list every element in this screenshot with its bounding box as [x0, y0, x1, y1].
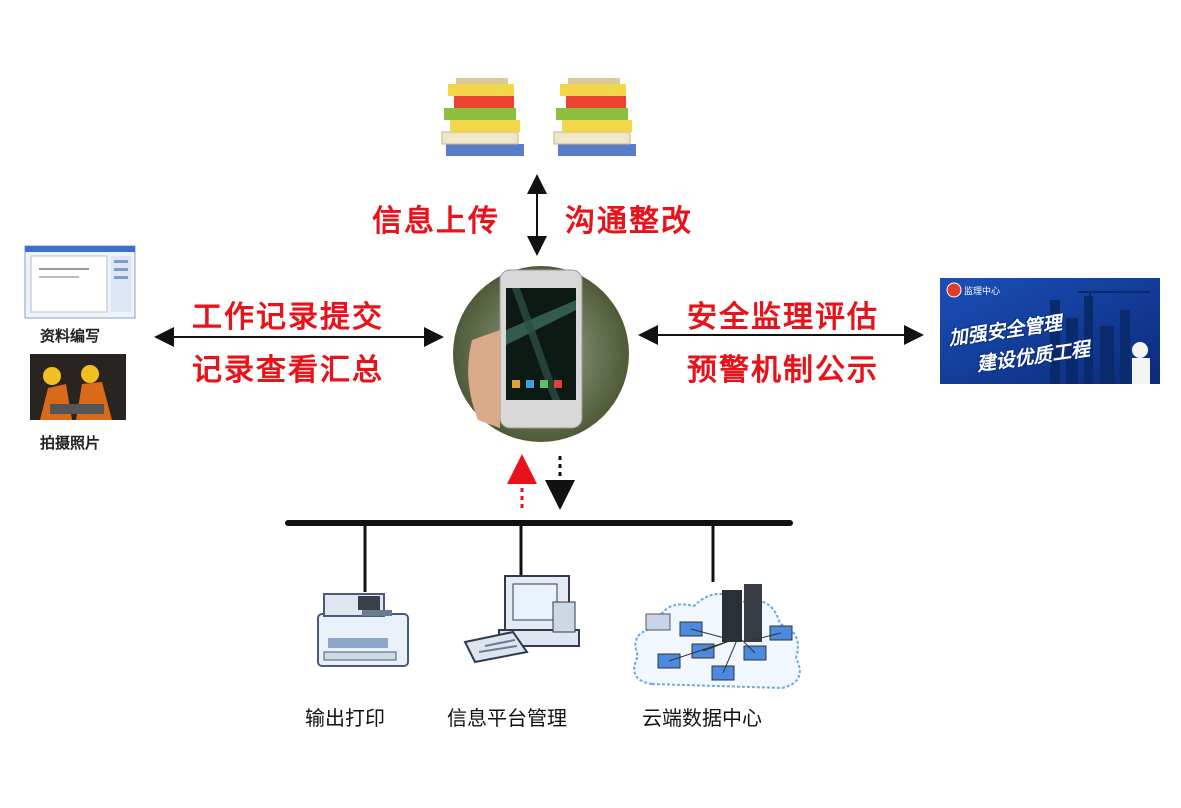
platform-management-caption: 信息平台管理: [447, 706, 567, 730]
printer-icon: [317, 593, 409, 667]
safety-banner-image: [940, 278, 1160, 384]
photo-thumbnail-icon: [30, 354, 126, 420]
desktop-computer-icon: [463, 575, 580, 664]
view-summary-record-label: 记录查看汇总: [192, 353, 384, 388]
document-window-icon: [24, 245, 136, 319]
book-stack-icon-left: [441, 78, 524, 156]
upload-info-label: 信息上传: [372, 204, 500, 239]
print-output-caption: 输出打印: [305, 706, 385, 730]
safety-assessment-label: 安全监理评估: [687, 300, 879, 335]
banner-brand: 监理中心: [964, 287, 1001, 297]
smartphone-hub-icon: [453, 266, 629, 442]
warning-publicity-label: 预警机制公示: [687, 353, 879, 388]
doc-writing-caption: 资料编写: [40, 327, 101, 345]
network-bus: [285, 520, 793, 592]
cloud-data-center-icon: [633, 584, 801, 690]
communicate-rectify-label: 沟通整改: [565, 204, 693, 239]
cloud-datacenter-caption: 云端数据中心: [642, 706, 762, 730]
submit-work-record-label: 工作记录提交: [192, 300, 384, 335]
photo-caption: 拍摄照片: [40, 434, 101, 452]
book-stack-icon-right: [553, 78, 636, 156]
